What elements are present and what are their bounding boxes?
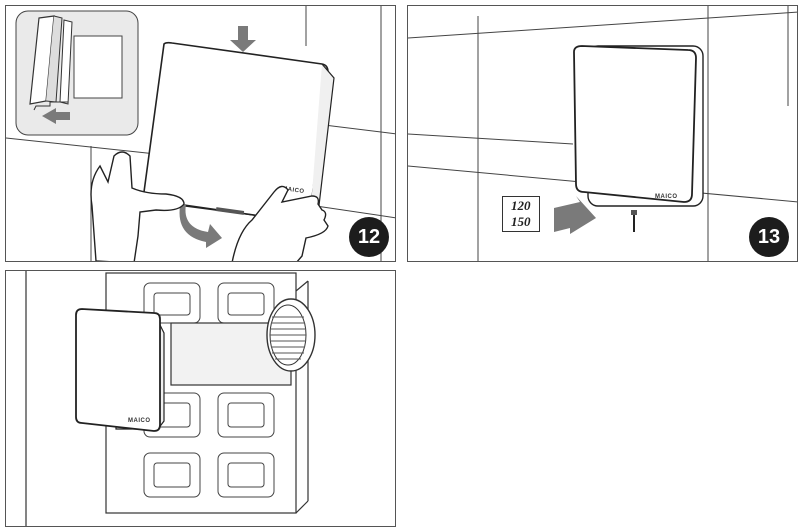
step-12-illustration: MAICO xyxy=(6,6,395,261)
screw-icon xyxy=(631,210,637,232)
step-13-badge: 13 xyxy=(749,217,789,257)
fan-unit xyxy=(75,308,165,432)
fan-unit xyxy=(573,45,704,207)
fan-cover xyxy=(142,41,335,223)
step-13-illustration: MAICO xyxy=(408,6,797,261)
arrow-icon xyxy=(554,196,596,234)
wall-tiles xyxy=(408,6,797,261)
size-option-150: 150 xyxy=(511,214,531,229)
arrow-icons xyxy=(179,26,256,248)
duct-pipe xyxy=(170,298,316,386)
step-14-panel: MAICO xyxy=(5,270,396,527)
wall-duct-illustration: MAICO xyxy=(25,271,316,526)
inset-arrow-icon xyxy=(42,108,70,124)
size-options-label: 120 150 xyxy=(502,196,540,232)
step-12-badge: 12 xyxy=(349,217,389,257)
step-13-panel: MAICO 120 150 13 xyxy=(407,5,798,262)
hands-illustration xyxy=(90,151,329,261)
step-12-panel: MAICO 12 xyxy=(5,5,396,262)
brand-label: MAICO xyxy=(128,418,151,424)
brand-label: MAICO xyxy=(655,194,678,200)
size-option-120: 120 xyxy=(511,198,531,213)
brand-label: MAICO xyxy=(282,186,305,195)
inset-detail xyxy=(15,10,139,136)
